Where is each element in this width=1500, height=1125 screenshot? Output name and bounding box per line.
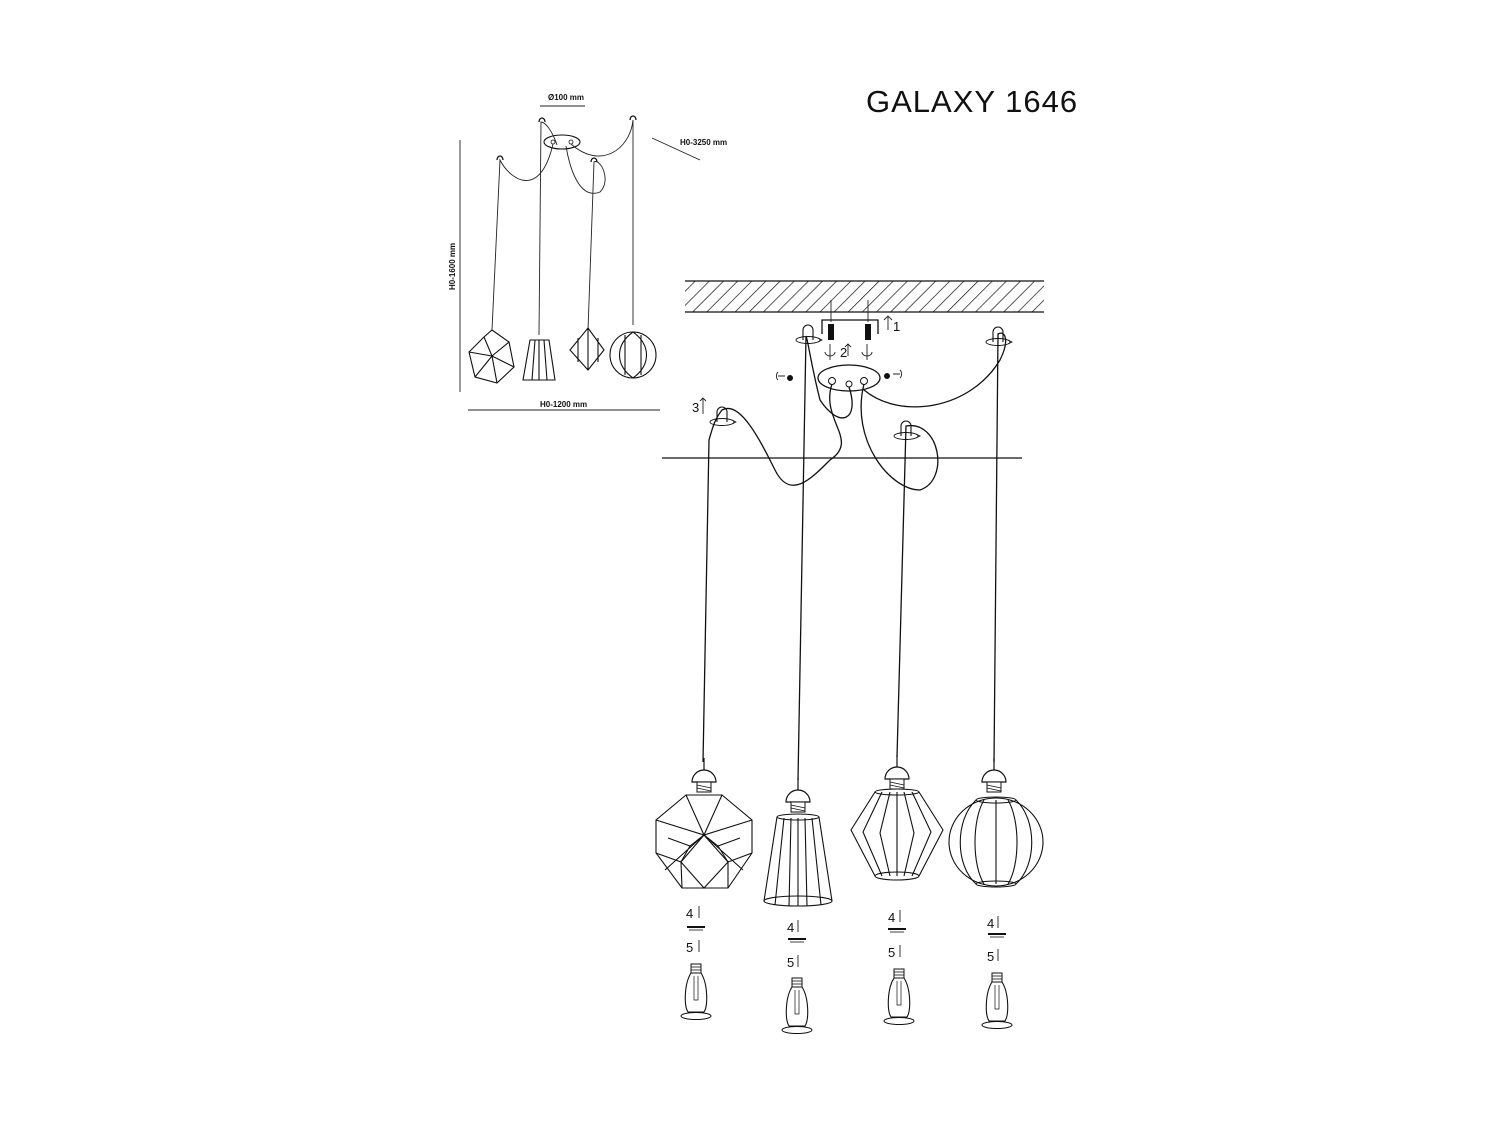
shade-diamond [850,788,944,881]
shade-geometric [655,794,753,889]
shade-globe [948,796,1044,888]
shade-conical [763,813,833,907]
step-4-label-2: 4 [787,920,794,935]
ring-1 [686,926,706,931]
product-title: GALAXY 1646 [866,84,1079,119]
step-5-label-3: 5 [888,945,895,960]
ceiling-hatch [685,281,1044,312]
step-2-label: 2 [840,345,847,360]
cable-length-label: H0-3250 mm [680,138,727,147]
overview-drawing: Ø100 mm H0-3250 mm H0-1600 mm H0-1200 mm [448,93,727,411]
step-3-label: 3 [692,400,699,415]
canopy-diameter-label: Ø100 mm [548,93,584,102]
step-4-label-3: 4 [888,910,895,925]
step-1-label: 1 [893,319,900,334]
assembly-drawing: 1 2 3 [655,280,1044,1035]
step-5-label-4: 5 [987,949,994,964]
step-4-label-1: 4 [686,906,693,921]
step-4-label-4: 4 [987,916,994,931]
height-label: H0-1600 mm [448,243,457,290]
step-5-label-2: 5 [787,955,794,970]
step-5-label-1: 5 [686,940,693,955]
width-label: H0-1200 mm [540,400,587,409]
